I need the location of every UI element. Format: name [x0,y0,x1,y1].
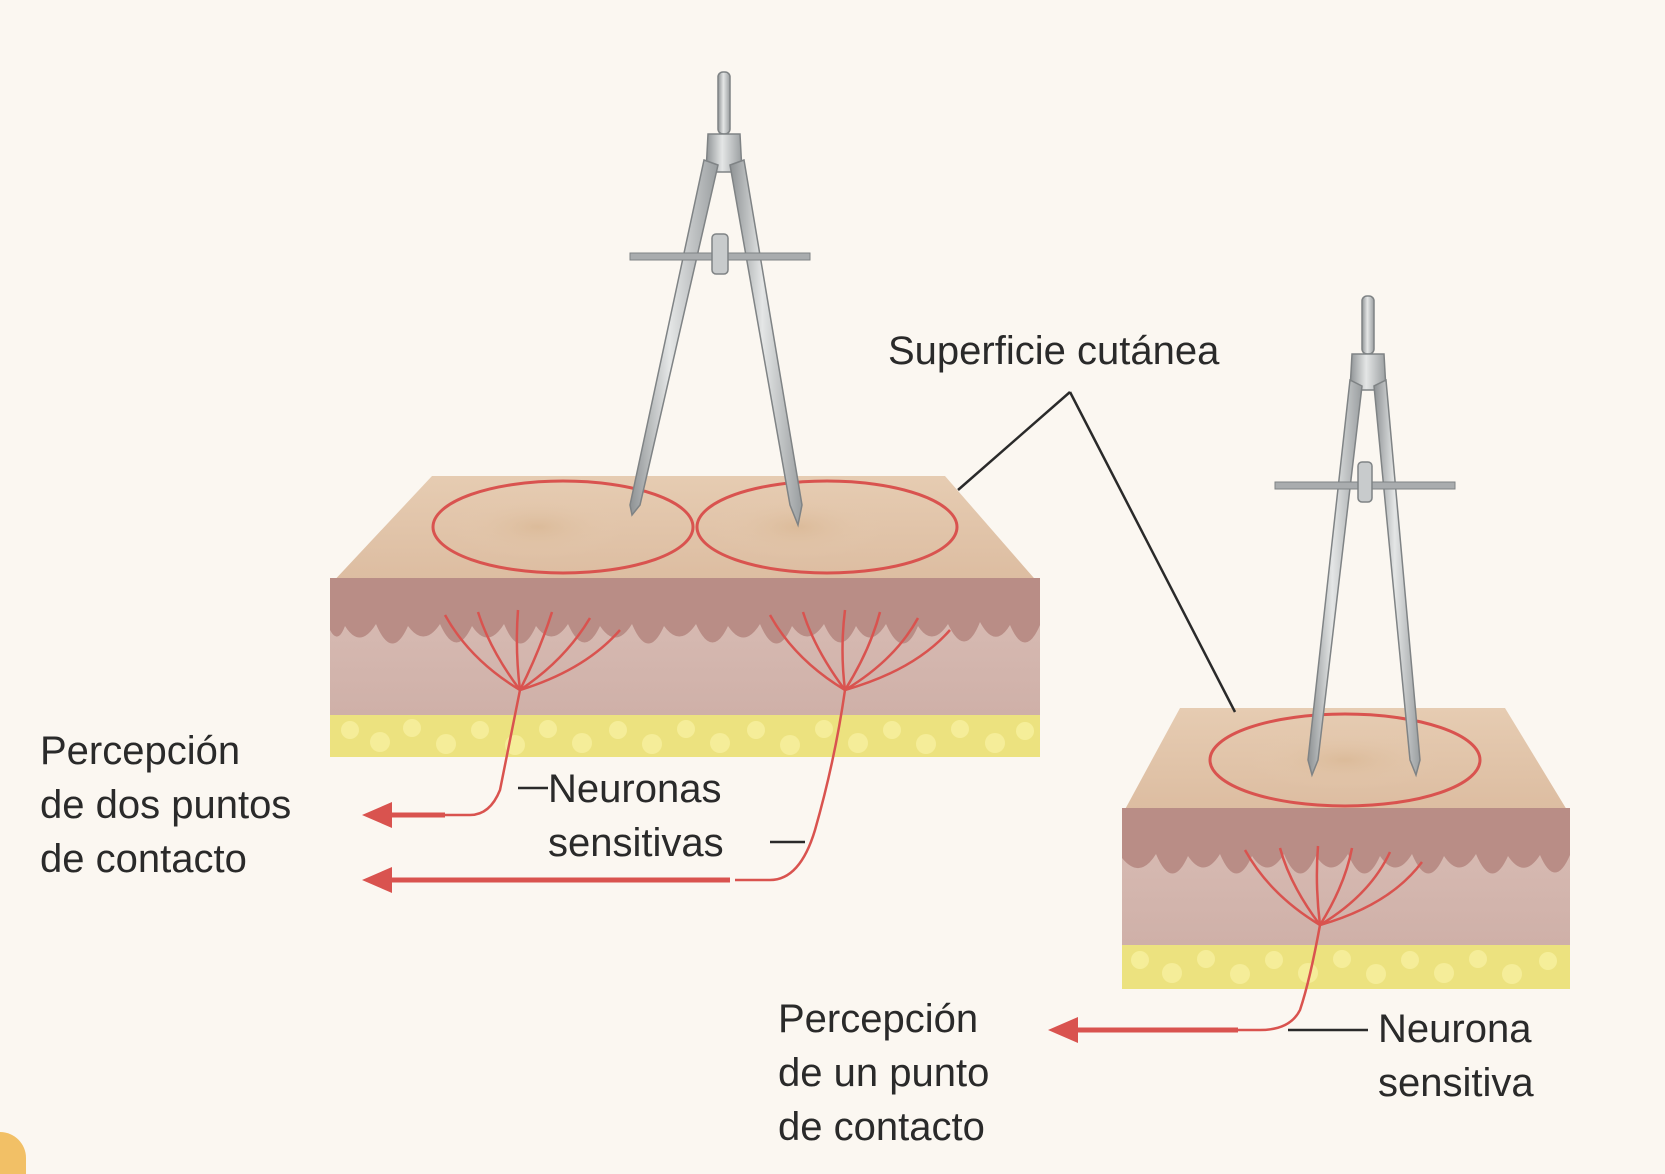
leader-skin-surface-right [1070,392,1235,712]
label-skin-surface: Superficie cutánea [888,324,1219,378]
label-sensory-neurons-line-1: Neuronas [548,762,724,816]
label-one-point-line-2: de un punto [778,1046,989,1100]
label-skin-surface-text: Superficie cutánea [888,324,1219,378]
label-two-point-line-1: Percepción [40,724,291,778]
label-sensory-neurons: Neuronas sensitivas [548,762,724,870]
label-sensory-neuron: Neurona sensitiva [1378,1002,1534,1110]
compass-left-leg-2 [730,160,802,525]
label-sensory-neuron-line-1: Neurona [1378,1002,1534,1056]
label-sensory-neuron-line-2: sensitiva [1378,1056,1534,1110]
label-sensory-neurons-line-2: sensitivas [548,816,724,870]
skin-surface-left [330,476,1040,585]
signal-arrow-one-point [1048,1017,1238,1043]
compass-left-leg-1 [630,160,718,515]
label-two-point-perception: Percepción de dos puntos de contacto [40,724,291,886]
leader-skin-surface-left [958,392,1070,490]
label-two-point-line-3: de contacto [40,832,291,886]
label-one-point-line-3: de contacto [778,1100,989,1154]
label-one-point-perception: Percepción de un punto de contacto [778,992,989,1154]
compass-right [1275,296,1455,775]
skin-block-right [1122,708,1570,1030]
label-two-point-line-2: de dos puntos [40,778,291,832]
compass-left [630,72,810,525]
label-one-point-line-1: Percepción [778,992,989,1046]
